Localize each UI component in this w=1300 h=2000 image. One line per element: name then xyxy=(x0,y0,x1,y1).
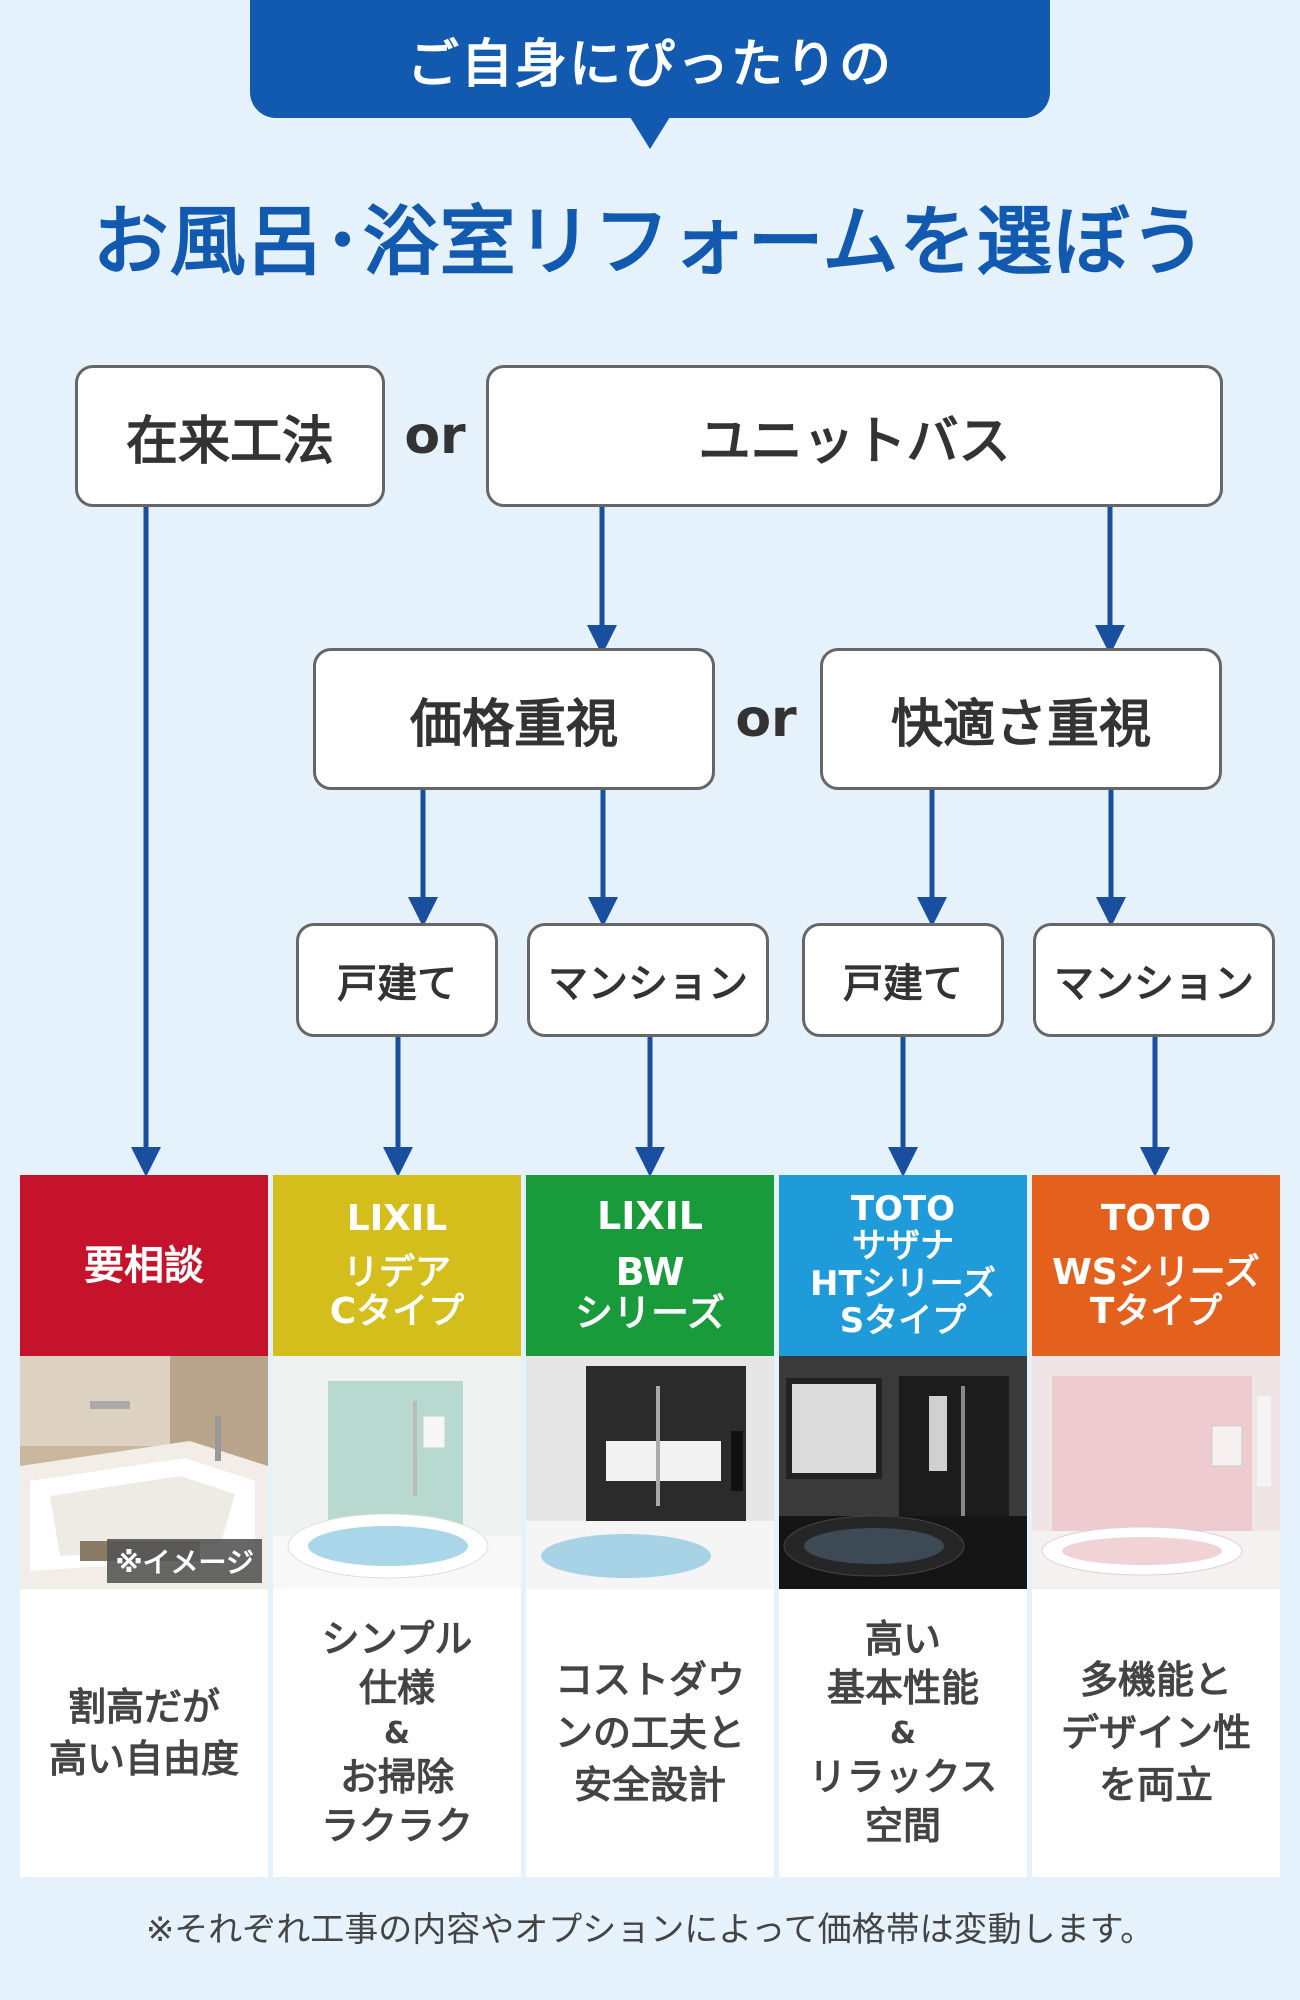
desc-line: 高い自由度 xyxy=(48,1737,239,1781)
card-header: LIXIL BW シリーズ xyxy=(526,1175,774,1356)
card-header-line: BW xyxy=(615,1249,685,1294)
card-header-line: Cタイプ xyxy=(329,1291,465,1333)
option-comfort-focus: 快適さ重視 xyxy=(820,648,1222,790)
card-description: シンプル 仕様 & お掃除 ラクラク xyxy=(273,1589,521,1877)
desc-line: 基本性能 xyxy=(826,1666,979,1711)
or-label-1: or xyxy=(404,406,466,466)
desc-line: コストダウ xyxy=(554,1658,745,1703)
desc-line: 多機能と xyxy=(1079,1658,1232,1703)
result-card-consult: 要相談 ※イメージ 割高だが 高い自由度 xyxy=(20,1175,268,1877)
bathroom-photo xyxy=(779,1356,1027,1589)
header-banner: ご自身にぴったりの xyxy=(250,0,1050,118)
card-header-line: LIXIL xyxy=(596,1193,703,1238)
desc-line: & xyxy=(383,1715,411,1751)
card-header-line: TOTO xyxy=(1100,1198,1212,1240)
desc-line: を両立 xyxy=(1098,1763,1213,1808)
card-header-line: シリーズ xyxy=(574,1291,726,1336)
card-header-line: リデア xyxy=(342,1251,451,1293)
card-header-line: Sタイプ xyxy=(839,1300,967,1341)
option-price-focus: 価格重視 xyxy=(313,648,715,790)
bathroom-photo xyxy=(1032,1356,1280,1589)
desc-line: 仕様 xyxy=(358,1666,435,1711)
bathroom-photo xyxy=(273,1356,521,1589)
card-header: LIXIL リデア Cタイプ xyxy=(273,1175,521,1356)
desc-line: ラクラク xyxy=(320,1803,473,1848)
page-title: お風呂･浴室リフォームを選ぼう xyxy=(92,197,1208,286)
card-description: 多機能と デザイン性 を両立 xyxy=(1032,1589,1280,1877)
card-header-line: HTシリーズ xyxy=(810,1263,996,1304)
desc-line: シンプル xyxy=(321,1616,473,1661)
option-mansion: マンション xyxy=(527,923,769,1037)
desc-line: デザイン性 xyxy=(1060,1710,1251,1755)
desc-line: ンの工夫と xyxy=(554,1710,745,1755)
card-header-line: Tタイプ xyxy=(1089,1291,1223,1333)
bathroom-photo xyxy=(526,1356,774,1589)
desc-line: お掃除 xyxy=(339,1754,454,1799)
card-header-line: 要相談 xyxy=(84,1242,204,1289)
option-conventional: 在来工法 xyxy=(75,365,385,507)
footnote: ※それぞれ工事の内容やオプションによって価格帯は変動します。 xyxy=(145,1910,1155,1950)
card-header-line: WSシリーズ xyxy=(1052,1251,1260,1293)
desc-line: 高い xyxy=(864,1616,941,1661)
result-card-toto-sazana: TOTO サザナ HTシリーズ Sタイプ 高い 基本性能 & リラックス 空間 xyxy=(779,1175,1027,1877)
image-badge: ※イメージ xyxy=(107,1539,262,1583)
card-description: 高い 基本性能 & リラックス 空間 xyxy=(779,1589,1027,1877)
desc-line: 割高だが xyxy=(67,1684,220,1729)
card-header: TOTO サザナ HTシリーズ Sタイプ xyxy=(779,1175,1027,1356)
desc-line: & xyxy=(889,1715,917,1751)
or-label-2: or xyxy=(735,689,797,749)
card-header-line: LIXIL xyxy=(346,1198,448,1240)
desc-line: 空間 xyxy=(864,1803,941,1848)
result-card-lixil-bw: LIXIL BW シリーズ コストダウ ンの工夫と 安全設計 xyxy=(526,1175,774,1877)
card-header: TOTO WSシリーズ Tタイプ xyxy=(1032,1175,1280,1356)
card-header-line: サザナ xyxy=(852,1226,954,1267)
desc-line: 安全設計 xyxy=(573,1763,726,1808)
bathroom-photo: ※イメージ xyxy=(20,1356,268,1589)
card-description: コストダウ ンの工夫と 安全設計 xyxy=(526,1589,774,1877)
option-detached-house: 戸建て xyxy=(802,923,1004,1037)
card-description: 割高だが 高い自由度 xyxy=(20,1589,268,1877)
banner-pointer xyxy=(630,117,670,149)
card-header: 要相談 xyxy=(20,1175,268,1356)
result-card-lixil-ridea: LIXIL リデア Cタイプ シンプル 仕様 & お掃除 ラクラク xyxy=(273,1175,521,1877)
option-unit-bath: ユニットバス xyxy=(486,365,1223,507)
result-card-toto-ws: TOTO WSシリーズ Tタイプ 多機能と デザイン性 を両立 xyxy=(1032,1175,1280,1877)
card-header-line: TOTO xyxy=(850,1188,956,1229)
option-detached-house: 戸建て xyxy=(296,923,498,1037)
option-mansion: マンション xyxy=(1033,923,1275,1037)
desc-line: リラックス xyxy=(808,1754,998,1799)
